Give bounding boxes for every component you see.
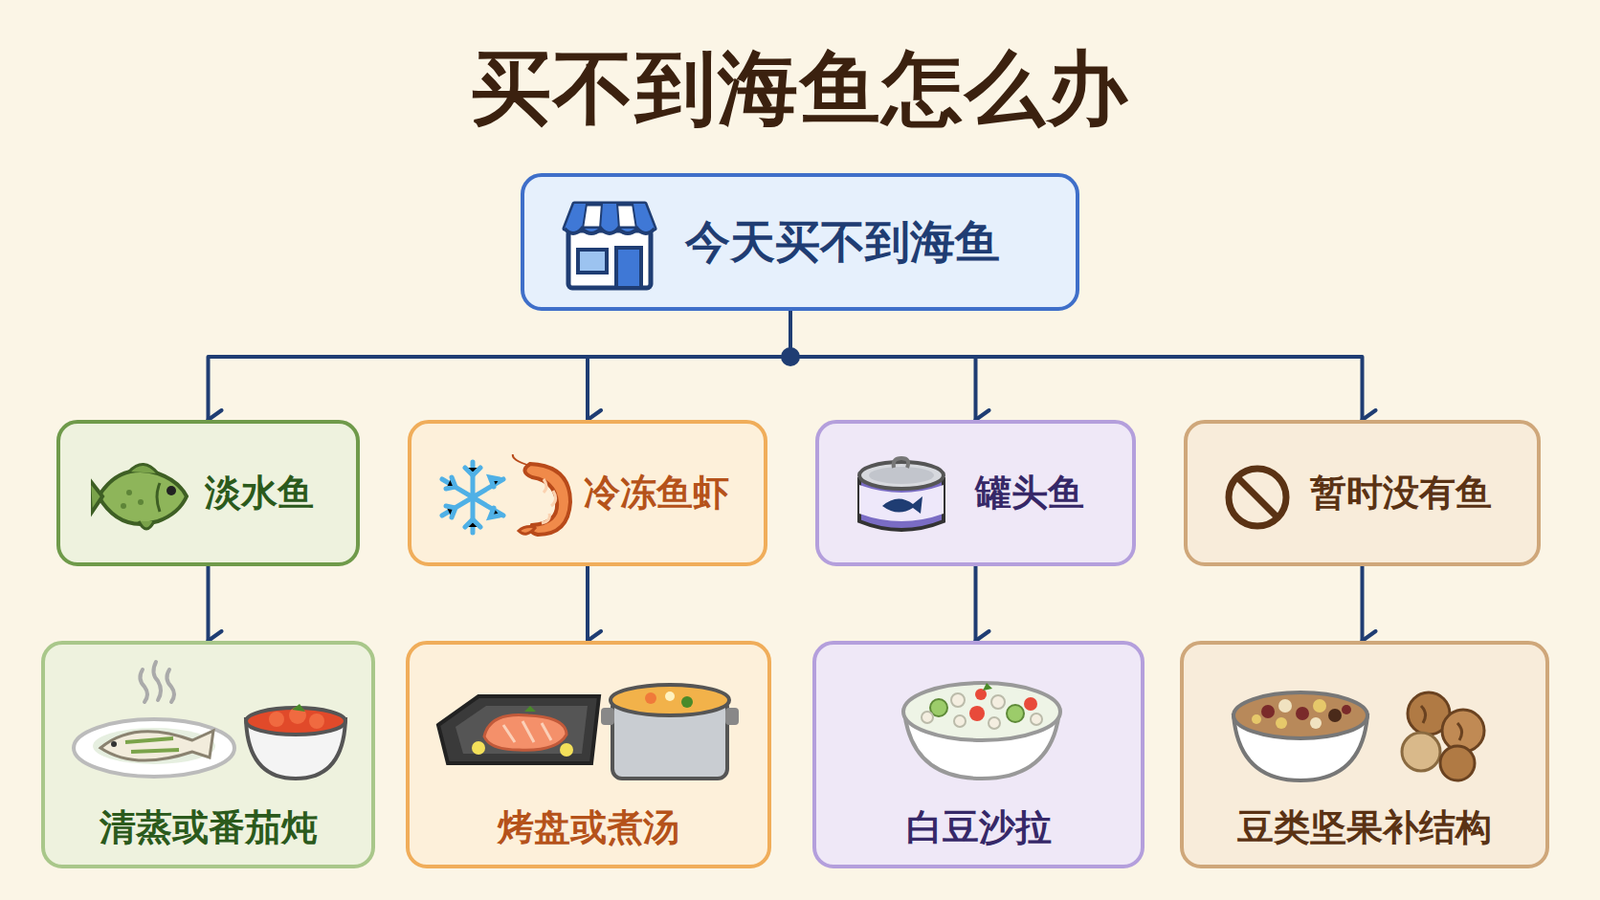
salad-icon: [890, 654, 1073, 789]
flow-arrow: [790, 311, 1363, 421]
option-box: 暂时没有鱼: [1183, 420, 1541, 567]
salad-icon: [890, 654, 1073, 793]
tray-icon: [422, 658, 758, 793]
beans-icon: [1223, 656, 1512, 791]
can-icon: [853, 454, 950, 545]
option-box: 淡水鱼: [56, 420, 360, 567]
node-label: 暂时没有鱼: [1310, 423, 1492, 563]
ban-icon: [1222, 462, 1293, 534]
frozen-icon: [436, 454, 580, 541]
can-icon: [853, 454, 950, 541]
node-label: 烤盘或煮汤: [409, 802, 768, 853]
steam-icon: [58, 652, 365, 791]
fish-icon: [90, 454, 197, 545]
flow-arrow: [206, 566, 211, 642]
result-box: 烤盘或煮汤: [405, 641, 772, 869]
store-icon: [556, 198, 663, 298]
option-box: 罐头鱼: [815, 420, 1136, 567]
title: 买不到海鱼怎么办: [0, 34, 1600, 144]
node-label: 淡水鱼: [204, 423, 314, 563]
flow-arrow: [208, 311, 792, 421]
node-label: 豆类坚果补结构: [1183, 802, 1546, 853]
flow-arrow: [1360, 566, 1365, 642]
store-icon: [556, 198, 663, 294]
ban-icon: [1222, 462, 1293, 537]
result-box: 白豆沙拉: [812, 641, 1145, 869]
flow-arrow: [790, 311, 977, 421]
start-box: 今天买不到海鱼: [520, 173, 1080, 312]
option-box: 冷冻鱼虾: [407, 420, 768, 567]
node-label: 冷冻鱼虾: [583, 423, 730, 563]
result-box: 清蒸或番茄炖: [41, 641, 376, 869]
node-label: 白豆沙拉: [816, 802, 1141, 853]
beans-icon: [1223, 656, 1512, 795]
result-box: 豆类坚果补结构: [1179, 641, 1550, 869]
flow-arrow: [974, 566, 978, 642]
node-label: 清蒸或番茄炖: [44, 802, 372, 853]
node-label: 今天买不到海鱼: [685, 177, 1000, 308]
flow-arrow: [587, 311, 791, 421]
flow-arrow: [585, 566, 590, 642]
tray-icon: [422, 658, 758, 797]
fish-icon: [90, 454, 197, 541]
steam-icon: [58, 652, 365, 787]
node-label: 罐头鱼: [975, 423, 1085, 563]
frozen-icon: [436, 454, 580, 545]
